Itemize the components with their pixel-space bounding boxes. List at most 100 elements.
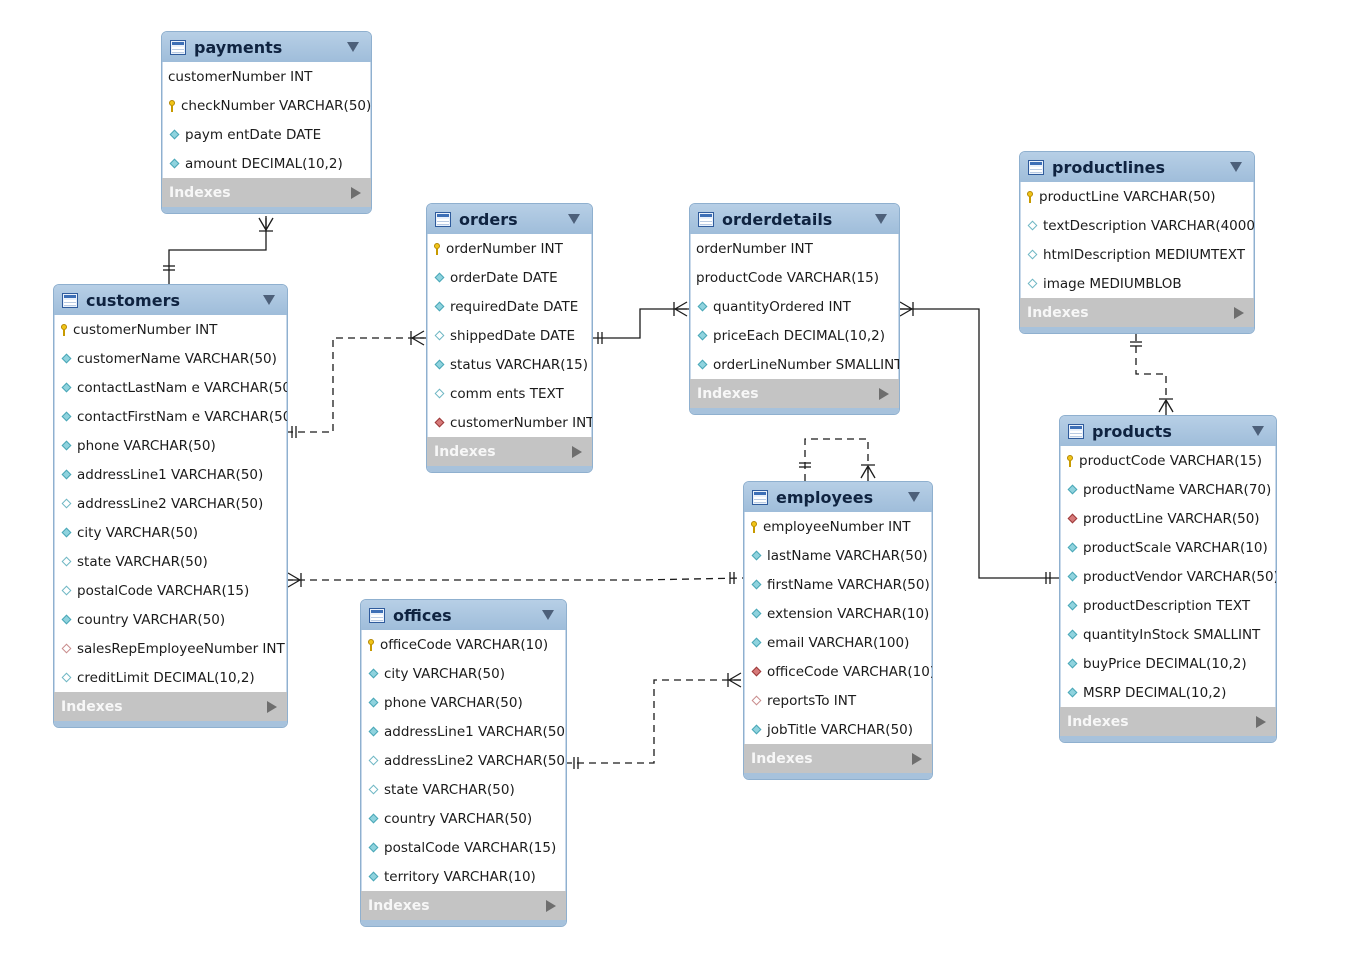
column-row[interactable]: productLine VARCHAR(50) xyxy=(1020,182,1254,211)
column-row[interactable]: employeeNumber INT xyxy=(744,512,932,541)
column-row[interactable]: city VARCHAR(50) xyxy=(54,518,287,547)
column-row[interactable]: priceEach DECIMAL(10,2) xyxy=(690,321,899,350)
column-row[interactable]: postalCode VARCHAR(15) xyxy=(361,833,566,862)
column-row[interactable]: productDescription TEXT xyxy=(1060,591,1276,620)
table-footer xyxy=(54,721,287,727)
indexes-section[interactable]: Indexes xyxy=(1020,298,1254,327)
column-row[interactable]: postalCode VARCHAR(15) xyxy=(54,576,287,605)
column-row[interactable]: state VARCHAR(50) xyxy=(54,547,287,576)
column-row[interactable]: phone VARCHAR(50) xyxy=(361,688,566,717)
column-row[interactable]: city VARCHAR(50) xyxy=(361,659,566,688)
column-row[interactable]: htmlDescription MEDIUMTEXT xyxy=(1020,240,1254,269)
collapse-toggle-icon[interactable] xyxy=(908,492,920,502)
collapse-toggle-icon[interactable] xyxy=(263,295,275,305)
expand-arrow-icon[interactable] xyxy=(351,186,361,199)
expand-arrow-icon[interactable] xyxy=(912,752,922,765)
indexes-section[interactable]: Indexes xyxy=(361,891,566,920)
column-row[interactable]: territory VARCHAR(10) xyxy=(361,862,566,891)
column-row[interactable]: MSRP DECIMAL(10,2) xyxy=(1060,678,1276,707)
column-row[interactable]: country VARCHAR(50) xyxy=(54,605,287,634)
column-row[interactable]: productVendor VARCHAR(50) xyxy=(1060,562,1276,591)
column-row[interactable]: amount DECIMAL(10,2) xyxy=(162,149,371,178)
column-row[interactable]: reportsTo INT xyxy=(744,686,932,715)
expand-arrow-icon[interactable] xyxy=(546,899,556,912)
column-row[interactable]: creditLimit DECIMAL(10,2) xyxy=(54,663,287,692)
indexes-section[interactable]: Indexes xyxy=(54,692,287,721)
column-row[interactable]: email VARCHAR(100) xyxy=(744,628,932,657)
column-row[interactable]: orderDate DATE xyxy=(427,263,592,292)
column-row[interactable]: productName VARCHAR(70) xyxy=(1060,475,1276,504)
expand-arrow-icon[interactable] xyxy=(1234,306,1244,319)
table-header[interactable]: employees xyxy=(744,482,932,512)
column-row[interactable]: salesRepEmployeeNumber INT xyxy=(54,634,287,663)
table-header[interactable]: products xyxy=(1060,416,1276,446)
column-row[interactable]: country VARCHAR(50) xyxy=(361,804,566,833)
indexes-section[interactable]: Indexes xyxy=(744,744,932,773)
expand-arrow-icon[interactable] xyxy=(879,387,889,400)
table-header[interactable]: payments xyxy=(162,32,371,62)
indexes-section[interactable]: Indexes xyxy=(1060,707,1276,736)
column-row[interactable]: productLine VARCHAR(50) xyxy=(1060,504,1276,533)
column-row[interactable]: customerNumber INT xyxy=(162,62,371,91)
table-header[interactable]: orders xyxy=(427,204,592,234)
column-row[interactable]: productScale VARCHAR(10) xyxy=(1060,533,1276,562)
table-header[interactable]: customers xyxy=(54,285,287,315)
expand-arrow-icon[interactable] xyxy=(267,700,277,713)
column-row[interactable]: lastName VARCHAR(50) xyxy=(744,541,932,570)
column-row[interactable]: phone VARCHAR(50) xyxy=(54,431,287,460)
column-row[interactable]: quantityOrdered INT xyxy=(690,292,899,321)
column-row[interactable]: orderLineNumber SMALLINT xyxy=(690,350,899,379)
table-header[interactable]: offices xyxy=(361,600,566,630)
column-row[interactable]: customerName VARCHAR(50) xyxy=(54,344,287,373)
table-header[interactable]: productlines xyxy=(1020,152,1254,182)
column-row[interactable]: addressLine1 VARCHAR(50) xyxy=(54,460,287,489)
column-row[interactable]: customerNumber INT xyxy=(54,315,287,344)
column-row[interactable]: customerNumber INT xyxy=(427,408,592,437)
expand-arrow-icon[interactable] xyxy=(1256,715,1266,728)
indexes-section[interactable]: Indexes xyxy=(690,379,899,408)
column-row[interactable]: paym entDate DATE xyxy=(162,120,371,149)
column-row[interactable]: buyPrice DECIMAL(10,2) xyxy=(1060,649,1276,678)
column-row[interactable]: contactLastNam e VARCHAR(50) xyxy=(54,373,287,402)
column-row[interactable]: requiredDate DATE xyxy=(427,292,592,321)
column-row[interactable]: checkNumber VARCHAR(50) xyxy=(162,91,371,120)
column-row[interactable]: addressLine1 VARCHAR(50) xyxy=(361,717,566,746)
column-row[interactable]: productCode VARCHAR(15) xyxy=(690,263,899,292)
expand-arrow-icon[interactable] xyxy=(572,445,582,458)
collapse-toggle-icon[interactable] xyxy=(542,610,554,620)
column-row[interactable]: status VARCHAR(15) xyxy=(427,350,592,379)
column-row[interactable]: officeCode VARCHAR(10) xyxy=(744,657,932,686)
column-row[interactable]: shippedDate DATE xyxy=(427,321,592,350)
collapse-toggle-icon[interactable] xyxy=(568,214,580,224)
column-row[interactable]: extension VARCHAR(10) xyxy=(744,599,932,628)
collapse-toggle-icon[interactable] xyxy=(1252,426,1264,436)
column-row[interactable]: state VARCHAR(50) xyxy=(361,775,566,804)
column-row[interactable]: orderNumber INT xyxy=(427,234,592,263)
column-row[interactable]: jobTitle VARCHAR(50) xyxy=(744,715,932,744)
collapse-toggle-icon[interactable] xyxy=(875,214,887,224)
column-row[interactable]: textDescription VARCHAR(4000) xyxy=(1020,211,1254,240)
column-row[interactable]: contactFirstNam e VARCHAR(50) xyxy=(54,402,287,431)
column-row[interactable]: productCode VARCHAR(15) xyxy=(1060,446,1276,475)
column-row[interactable]: comm ents TEXT xyxy=(427,379,592,408)
collapse-toggle-icon[interactable] xyxy=(1230,162,1242,172)
column-row[interactable]: firstName VARCHAR(50) xyxy=(744,570,932,599)
table-header[interactable]: orderdetails xyxy=(690,204,899,234)
column-row[interactable]: image MEDIUMBLOB xyxy=(1020,269,1254,298)
column-row[interactable]: officeCode VARCHAR(10) xyxy=(361,630,566,659)
collapse-toggle-icon[interactable] xyxy=(347,42,359,52)
indexes-section[interactable]: Indexes xyxy=(162,178,371,207)
column-row[interactable]: quantityInStock SMALLINT xyxy=(1060,620,1276,649)
column-row[interactable]: orderNumber INT xyxy=(690,234,899,263)
column-row[interactable]: addressLine2 VARCHAR(50) xyxy=(361,746,566,775)
column-row[interactable]: addressLine2 VARCHAR(50) xyxy=(54,489,287,518)
indexes-section[interactable]: Indexes xyxy=(427,437,592,466)
